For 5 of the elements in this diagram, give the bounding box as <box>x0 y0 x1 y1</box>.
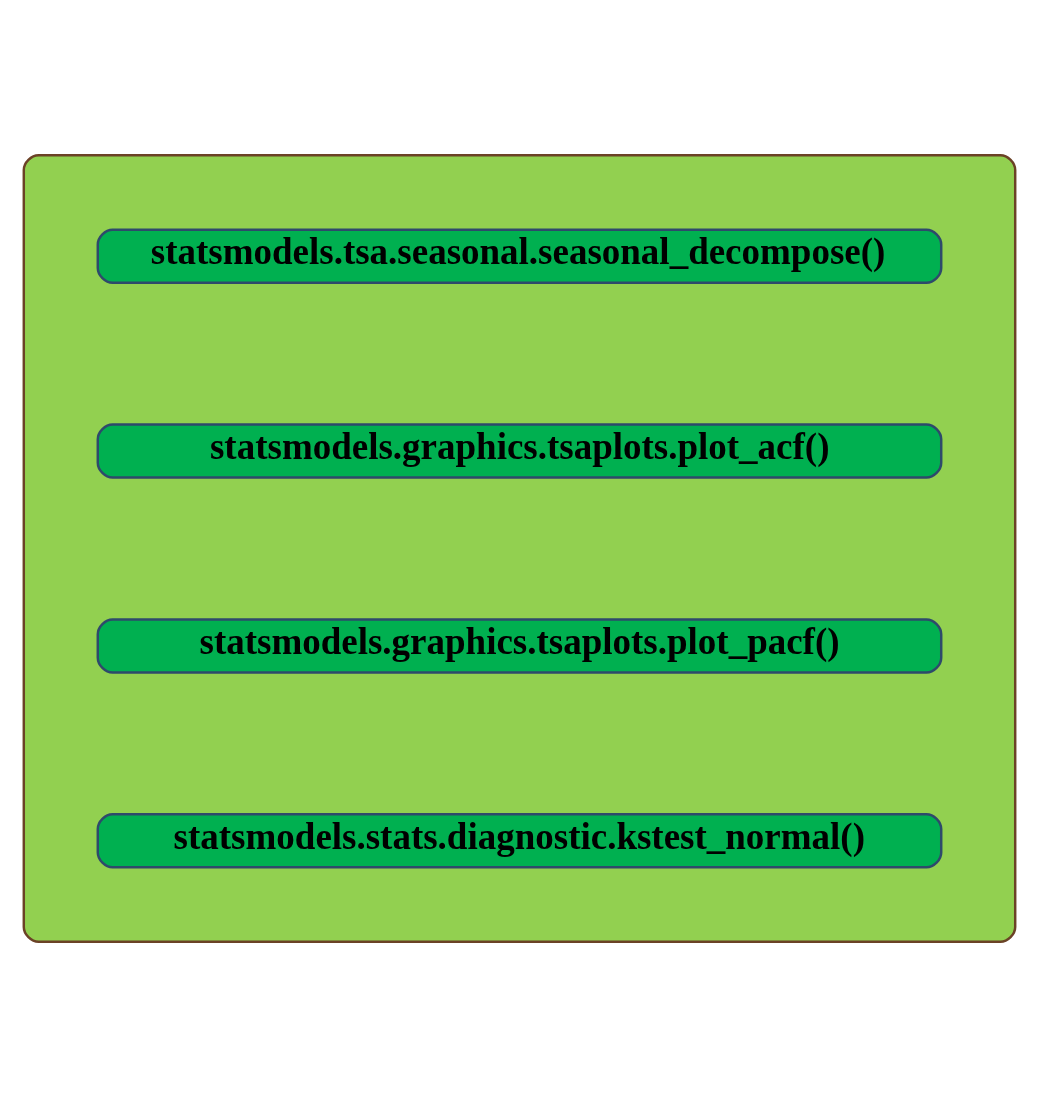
node-box: statsmodels.stats.diagnostic.kstest_normal() <box>96 813 942 869</box>
node-box: statsmodels.graphics.tsaplots.plot_acf() <box>96 423 942 479</box>
cluster <box>22 153 1016 944</box>
node-box: statsmodels.graphics.tsaplots.plot_pacf() <box>96 618 942 674</box>
node-box: statsmodels.tsa.seasonal.seasonal_decompose() <box>96 228 942 284</box>
